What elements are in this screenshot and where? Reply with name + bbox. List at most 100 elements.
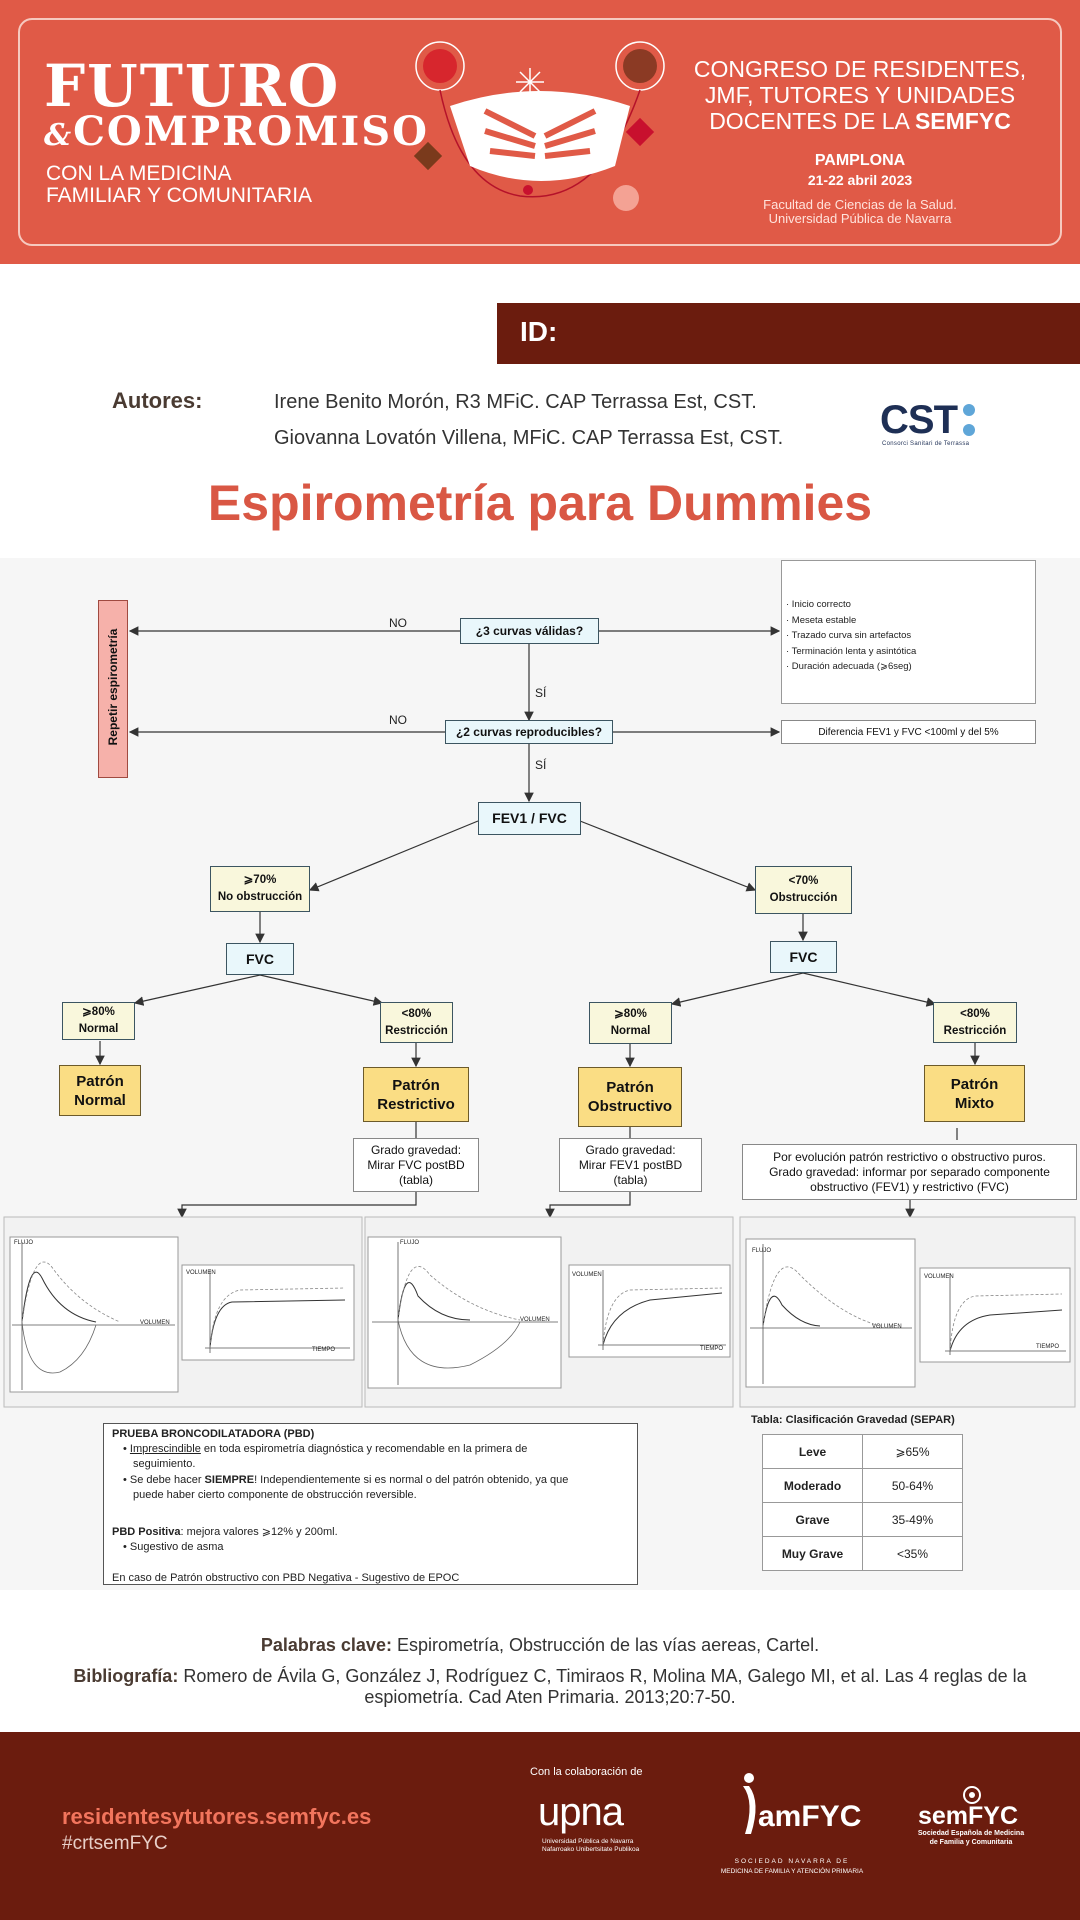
footer — [0, 1732, 1080, 1920]
bibliography: Bibliografía: Romero de Ávila G, Gonzále… — [50, 1666, 1050, 1708]
hands-illustration — [413, 41, 665, 211]
footer-url-link[interactable]: residentesytutores.semfyc.es — [62, 1804, 372, 1829]
graph-panel-restrictive — [3, 1216, 363, 1408]
condition-no-obstruction: ⩾70% No obstrucción — [210, 866, 310, 912]
pbd-positive-bullet: • Sugestivo de asma — [123, 1541, 224, 1553]
severity-mixed-line: obstructivo (FEV1) y restrictivo (FVC) — [810, 1179, 1009, 1194]
graph-1-flujo-label: FLUJO — [14, 1240, 34, 1246]
keywords: Palabras clave: Espirometría, Obstrucció… — [0, 1635, 1080, 1656]
brand-compromiso: &COMPROMISO — [44, 108, 429, 155]
pattern-obstructive-line2: Obstructivo — [587, 1098, 673, 1115]
congress-line-3: DOCENTES DE LA SEMFYC — [680, 108, 1040, 134]
graph-4-volumen-label: VOLUMEN — [572, 1272, 602, 1278]
pbd-bullet-1-cont: seguimiento. — [133, 1458, 196, 1470]
keywords-label: Palabras clave: — [260, 1635, 392, 1655]
severity-value: ⩾65% — [862, 1434, 963, 1469]
reproducibility-criteria-box: Diferencia FEV1 y FVC <100ml y del 5% — [781, 720, 1036, 744]
pattern-obstructive: Patrón Obstructivo — [578, 1067, 682, 1127]
flowchart-connectors — [3, 565, 1076, 1408]
criteria-item: · Duración adecuada (⩾6seg) — [786, 661, 912, 672]
severity-mixed: Por evolución patrón restrictivo o obstr… — [742, 1144, 1077, 1200]
poster-title: Espirometría para Dummies — [207, 475, 873, 531]
graph-2-tiempo-label: TIEMPO — [312, 1347, 336, 1353]
pbd-bullet-2-bold: SIEMPRE — [204, 1474, 255, 1486]
congress-line-3-text: DOCENTES DE LA — [709, 108, 915, 134]
fvc-restriction-right: <80% Restricción — [933, 1002, 1017, 1043]
table-row: Muy Grave<35% — [762, 1536, 963, 1571]
condition-obstruction-label: Obstrucción — [769, 892, 838, 904]
upna-subtitle-2: Nafarroako Unibertsitate Publikoa — [542, 1846, 640, 1853]
criteria-item: · Inicio correcto — [786, 599, 851, 610]
pattern-normal: Patrón Normal — [59, 1065, 141, 1116]
graph-1-volumen-label: VOLUMEN — [140, 1320, 170, 1326]
no-label-1: NO — [389, 616, 407, 630]
table-row: Leve⩾65% — [762, 1434, 963, 1469]
severity-restrictive: Grado gravedad: Mirar FVC postBD (tabla) — [353, 1138, 479, 1192]
fvc-restriction-left-value: <80% — [401, 1007, 432, 1020]
severity-restrictive-line: Grado gravedad: — [370, 1142, 462, 1157]
pattern-obstructive-line1: Patrón — [606, 1079, 654, 1096]
namfyc-subtitle-1: SOCIEDAD NAVARRA DE — [734, 1858, 850, 1865]
criteria-list: · Inicio correcto · Meseta estable · Tra… — [786, 597, 916, 675]
pbd-bullet-2: • Se debe hacer SIEMPRE! Independienteme… — [123, 1474, 569, 1486]
pattern-normal-line1: Patrón — [76, 1072, 124, 1090]
namfyc-subtitle-2: MEDICINA DE FAMILIA Y ATENCIÓN PRIMARIA — [720, 1868, 864, 1875]
congress-venue-1: Facultad de Ciencias de la Salud. — [763, 197, 957, 212]
pattern-mixed-line2: Mixto — [954, 1094, 995, 1112]
si-label-1: SÍ — [535, 686, 547, 700]
severity-mixed-line: Por evolución patrón restrictivo o obstr… — [773, 1149, 1046, 1164]
authors-label: Autores: — [112, 388, 203, 413]
fvc-normal-left-value: ⩾80% — [82, 1006, 115, 1018]
condition-obstruction: <70% Obstrucción — [755, 866, 852, 914]
collaboration-label: Con la colaboración de — [530, 1766, 643, 1778]
graph-2-volumen-label: VOLUMEN — [186, 1270, 216, 1276]
graph-panel-mixed — [739, 1216, 1076, 1408]
pbd-positive-text: : mejora valores ⩾12% y 200ml. — [180, 1526, 338, 1538]
pbd-box — [103, 1423, 638, 1585]
footer-hashtag: #crtsemFYC — [62, 1833, 168, 1854]
severity-value: <35% — [862, 1536, 963, 1571]
congress-line-2: JMF, TUTORES Y UNIDADES — [704, 82, 1016, 108]
severity-mixed-line: Grado gravedad: informar por separado co… — [769, 1164, 1050, 1179]
severity-restrictive-line: (tabla) — [398, 1172, 433, 1187]
severity-level: Moderado — [762, 1468, 863, 1503]
congress-venue-2: Universidad Pública de Navarra — [768, 211, 952, 226]
semfyc-subtitle-1: Sociedad Española de Medicina — [917, 1830, 1025, 1837]
brand-ampersand: & — [44, 118, 74, 153]
fvc-normal-right-label: Normal — [610, 1025, 651, 1037]
pbd-bullet-1-underlined: Imprescindible — [129, 1443, 201, 1455]
severity-value: 35-49% — [862, 1502, 963, 1537]
fvc-restriction-left-label: Restricción — [385, 1024, 448, 1037]
severity-obstructive-line: Mirar FEV1 postBD — [578, 1157, 683, 1172]
fvc-restriction-left: <80% Restricción — [380, 1002, 453, 1043]
si-label-2: SÍ — [535, 758, 547, 772]
cst-logo-subtitle: Consorci Sanitari de Terrassa — [882, 441, 970, 447]
graph-3-flujo-label: FLUJO — [400, 1240, 420, 1246]
criteria-item: · Trazado curva sin artefactos — [786, 630, 912, 641]
congress-date: 21-22 abril 2023 — [807, 172, 913, 188]
no-label-2: NO — [389, 713, 407, 727]
cst-logo-text: CST — [880, 398, 958, 442]
question-valid-curves: ¿3 curvas válidas? — [460, 618, 599, 644]
upna-logo: upna — [538, 1790, 624, 1834]
ratio-fev1-fvc: FEV1 / FVC — [478, 802, 581, 835]
condition-no-obstruction-value: ⩾70% — [243, 874, 277, 886]
condition-obstruction-value: <70% — [788, 875, 819, 887]
repeat-spirometry-label: Repetir espirometría — [106, 628, 120, 746]
namfyc-logo: amFYC — [758, 1800, 862, 1833]
pbd-bullet-2-start: Se debe hacer — [129, 1474, 205, 1486]
graph-6-volumen-label: VOLUMEN — [924, 1274, 954, 1280]
repeat-spirometry-box — [98, 600, 128, 778]
pattern-restrictive-line1: Patrón — [392, 1076, 440, 1094]
pattern-restrictive-line2: Restrictivo — [377, 1095, 455, 1113]
pbd-bullet-2-text: ! Independientemente si es normal o del … — [254, 1474, 569, 1486]
bibliography-text: Romero de Ávila G, González J, Rodríguez… — [178, 1666, 1027, 1707]
fvc-right: FVC — [770, 941, 837, 973]
fvc-restriction-right-label: Restricción — [943, 1024, 1007, 1037]
pbd-positive-label: PBD Positiva — [112, 1526, 181, 1538]
semfyc-crown-icon — [963, 1786, 981, 1804]
graph-panel-obstructive — [364, 1216, 734, 1408]
id-label: ID: — [520, 316, 558, 347]
fvc-normal-left: ⩾80% Normal — [62, 1002, 135, 1040]
